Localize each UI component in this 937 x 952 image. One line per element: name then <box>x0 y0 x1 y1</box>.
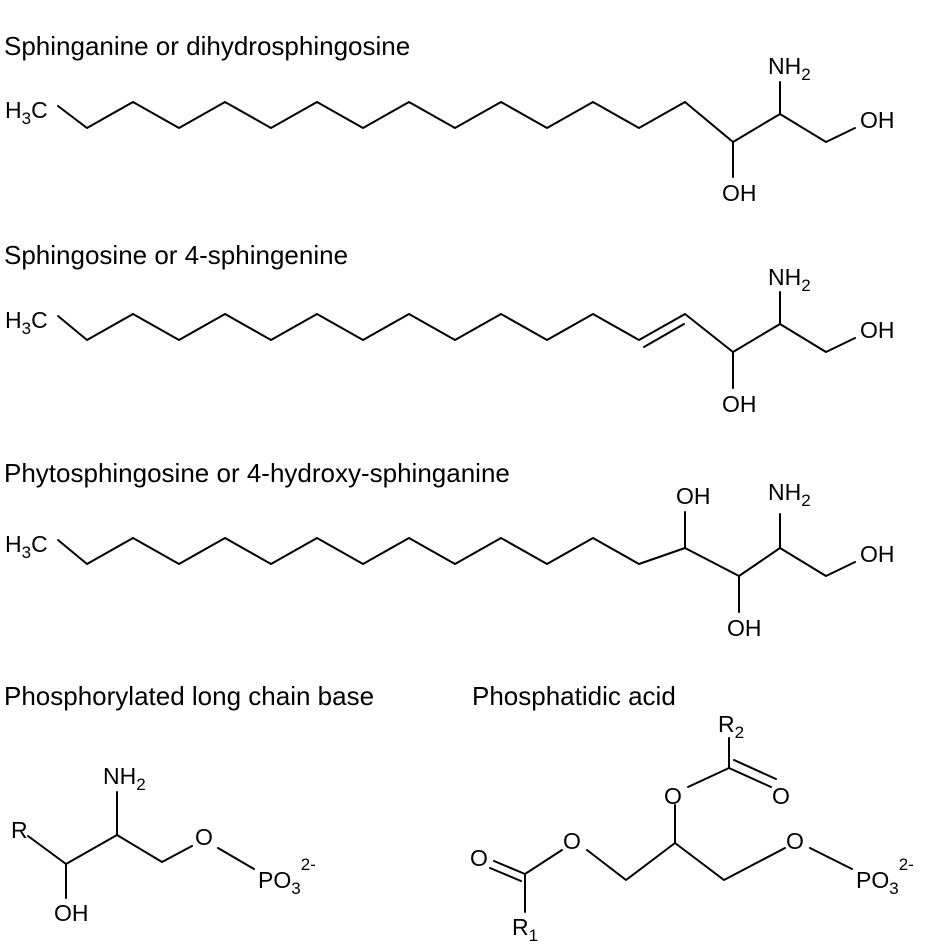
phytosphingosine-ch3-label: H3C <box>5 531 48 562</box>
sphingosine-title: Sphingosine or 4-sphingenine <box>4 240 348 270</box>
phosphorylated-lcb-title: Phosphorylated long chain base <box>4 681 374 711</box>
phytosphingosine-nh2-label: NH2 <box>768 479 811 510</box>
sphingosine-structure: Sphingosine or 4-sphingenine H3C NH2 OH … <box>4 240 895 417</box>
phosphatidic-acid-o-top-ester: O <box>664 783 682 809</box>
phosphatidic-acid-title: Phosphatidic acid <box>472 681 676 711</box>
phosphatidic-acid-o-left-ester: O <box>563 828 581 854</box>
sphinganine-oh-lower: OH <box>722 180 757 206</box>
phosphorylated-lcb-backbone <box>27 834 193 865</box>
phosphatidic-acid-r1-label: R1 <box>512 914 538 945</box>
sphingosine-oh-terminal: OH <box>860 317 895 343</box>
phosphatidic-acid-o-right: O <box>786 828 804 854</box>
sphingosine-ch3-label: H3C <box>5 307 48 338</box>
phosphorylated-lcb-structure: Phosphorylated long chain base R NH2 O O… <box>4 681 374 926</box>
sphingosine-oh-lower: OH <box>722 391 757 417</box>
sphinganine-title: Sphinganine or dihydrosphingosine <box>4 31 410 61</box>
sphinganine-structure: Sphinganine or dihydrosphingosine H3C NH… <box>4 31 895 206</box>
sphingosine-nh2-label: NH2 <box>768 264 811 295</box>
sphingosine-alkyl-chain <box>57 313 856 353</box>
phosphorylated-lcb-r-label: R <box>11 817 28 843</box>
phosphorylated-lcb-nh2-label: NH2 <box>103 763 146 794</box>
phytosphingosine-oh-terminal: OH <box>860 541 895 567</box>
phosphatidic-acid-left-carbonyl-bond-b <box>489 867 522 882</box>
phosphatidic-acid-top-ester-bond <box>687 767 730 788</box>
phosphorylated-lcb-o-label: O <box>195 824 213 850</box>
sphinganine-alkyl-chain <box>57 101 856 143</box>
phytosphingosine-title: Phytosphingosine or 4-hydroxy-sphinganin… <box>4 458 510 488</box>
sphinganine-oh-terminal: OH <box>860 107 895 133</box>
phosphorylated-lcb-o-p-bond <box>217 847 255 870</box>
phosphorylated-lcb-oh-label: OH <box>54 900 89 926</box>
phosphatidic-acid-o-left-carbonyl: O <box>470 845 488 871</box>
phytosphingosine-alkyl-chain <box>57 537 856 577</box>
phosphatidic-acid-structure: Phosphatidic acid R2 O O O O O R1 PO32- <box>470 681 914 945</box>
phosphatidic-acid-glycerol-backbone <box>586 842 786 881</box>
sphingosine-double-bond <box>643 323 685 348</box>
phosphatidic-acid-r2-label: R2 <box>718 711 744 742</box>
phytosphingosine-oh-upper: OH <box>676 483 711 509</box>
sphinganine-ch3-label: H3C <box>5 97 48 128</box>
phosphatidic-acid-o-top-carbonyl: O <box>772 783 790 809</box>
phosphatidic-acid-top-carbonyl-bond-a <box>728 767 772 788</box>
phytosphingosine-oh-lower: OH <box>727 615 762 641</box>
phosphatidic-acid-o-p-bond <box>809 847 853 870</box>
phosphatidic-acid-po3-label: PO32- <box>856 855 914 898</box>
phosphatidic-acid-top-carbonyl-bond-b <box>733 759 777 780</box>
phosphorylated-lcb-po3-label: PO32- <box>258 855 316 898</box>
phosphatidic-acid-left-carbonyl-bond-a <box>493 860 526 875</box>
phosphatidic-acid-left-ester-bond <box>524 849 563 875</box>
phytosphingosine-structure: Phytosphingosine or 4-hydroxy-sphinganin… <box>4 458 895 641</box>
sphinganine-nh2-label: NH2 <box>768 53 811 84</box>
